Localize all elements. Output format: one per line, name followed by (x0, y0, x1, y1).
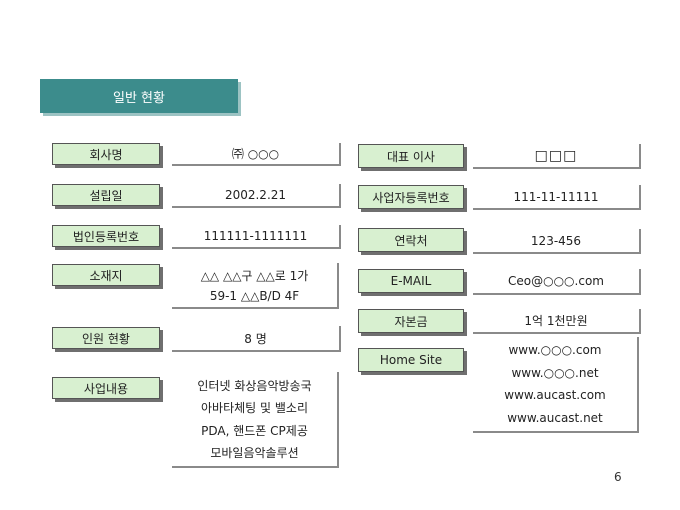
label-home-site: Home Site (358, 348, 464, 372)
value-staff: 8 명 (172, 326, 341, 352)
value-company-name: ㈜ ○○○ (172, 143, 341, 166)
value-capital: 1억 1천만원 (473, 309, 641, 334)
label-capital: 자본금 (358, 309, 464, 333)
label-address: 소재지 (52, 264, 160, 286)
value-ceo: □□□ (473, 144, 641, 169)
value-contact: 123-456 (473, 229, 641, 254)
value-address: △△ △△구 △△로 1가 59-1 △△B/D 4F (172, 263, 339, 309)
value-biz-reg-number: 111-11-11111 (473, 185, 641, 210)
section-title: 일반 현황 (113, 90, 165, 106)
label-ceo: 대표 이사 (358, 144, 464, 168)
label-staff: 인원 현황 (52, 327, 160, 349)
label-company-name: 회사명 (52, 143, 160, 165)
value-founded-date: 2002.2.21 (172, 184, 341, 208)
page-number: 6 (614, 470, 622, 484)
label-email: E-MAIL (358, 269, 464, 293)
label-founded-date: 설립일 (52, 184, 160, 206)
section-title-banner: 일반 현황 (40, 79, 238, 113)
label-biz-reg-number: 사업자등록번호 (358, 185, 464, 209)
value-home-site: www.○○○.com www.○○○.net www.aucast.com w… (473, 337, 639, 433)
label-contact: 연락처 (358, 228, 464, 252)
value-business: 인터넷 화상음악방송국 아바타체팅 및 밸소리 PDA, 핸드폰 CP제공 모바… (172, 372, 339, 468)
label-corp-reg-number: 법인등록번호 (52, 225, 160, 247)
value-email: Ceo@○○○.com (473, 269, 641, 295)
value-corp-reg-number: 111111-1111111 (172, 225, 341, 249)
label-business: 사업내용 (52, 377, 160, 399)
